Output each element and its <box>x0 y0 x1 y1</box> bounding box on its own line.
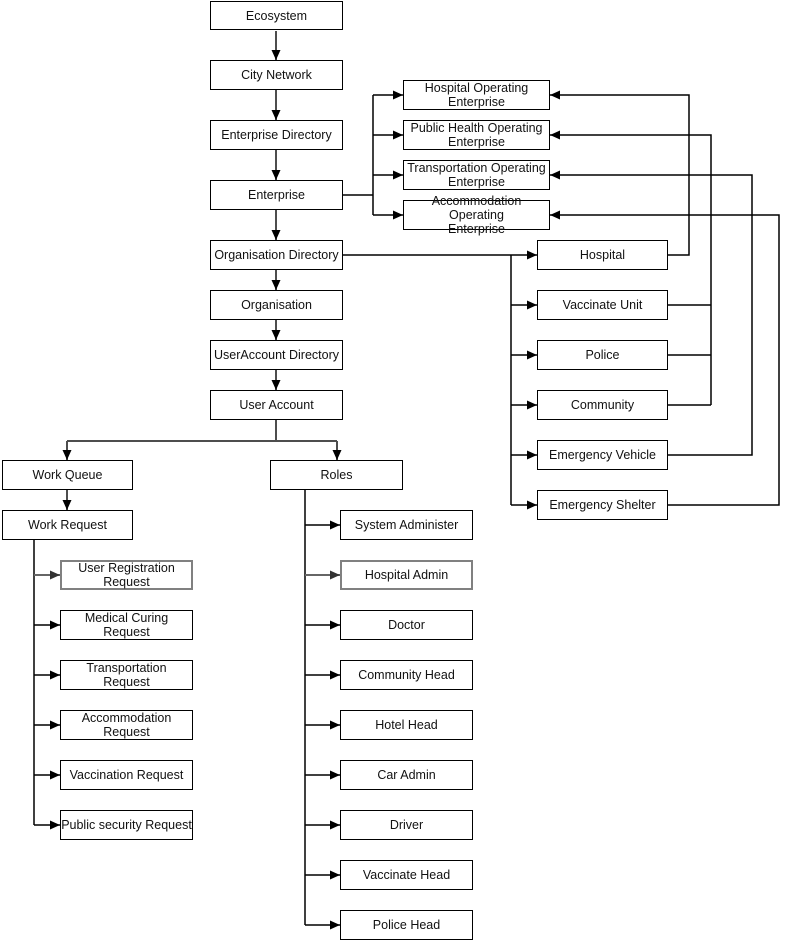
node-hotel-head: Hotel Head <box>340 710 473 740</box>
node-hospital: Hospital <box>537 240 668 270</box>
node-enterprise-directory: Enterprise Directory <box>210 120 343 150</box>
node-accommodation-operating-enterprise: Accommodation Operating Enterprise <box>403 194 550 236</box>
node-police: Police <box>537 340 668 370</box>
node-community: Community <box>537 390 668 420</box>
node-ecosystem: Ecosystem <box>210 1 343 30</box>
node-accommodation-request: Accommodation Request <box>60 710 193 740</box>
node-hospital-operating-enterprise: Hospital Operating Enterprise <box>403 80 550 110</box>
node-medical-curing-request: Medical Curing Request <box>60 610 193 640</box>
node-emergency-shelter: Emergency Shelter <box>537 490 668 520</box>
node-doctor: Doctor <box>340 610 473 640</box>
edge-emergency-shelter-to-accommodation-operating-enterprise <box>550 210 780 506</box>
node-emergency-vehicle: Emergency Vehicle <box>537 440 668 470</box>
node-organisation: Organisation <box>210 290 343 320</box>
node-organisation-directory: Organisation Directory <box>210 240 343 270</box>
node-city-network: City Network <box>210 60 343 90</box>
node-transportation-operating-enterprise: Transportation Operating Enterprise <box>403 160 550 190</box>
node-vaccination-request: Vaccination Request <box>60 760 193 790</box>
node-transportation-request: Transportation Request <box>60 660 193 690</box>
node-vaccinate-unit: Vaccinate Unit <box>537 290 668 320</box>
node-police-head: Police Head <box>340 910 473 940</box>
node-car-admin: Car Admin <box>340 760 473 790</box>
node-public-health-operating-enterprise: Public Health Operating Enterprise <box>403 120 550 150</box>
node-work-request: Work Request <box>2 510 133 540</box>
node-hospital-admin: Hospital Admin <box>340 560 473 590</box>
node-useraccount-directory: UserAccount Directory <box>210 340 343 370</box>
node-public-security-request: Public security Request <box>60 810 193 840</box>
node-driver: Driver <box>340 810 473 840</box>
node-work-queue: Work Queue <box>2 460 133 490</box>
node-vaccinate-head: Vaccinate Head <box>340 860 473 890</box>
edge-emergency-vehicle-to-transportation-operating-enterprise <box>550 170 753 456</box>
edge-public-health-trunk-to-public-health-operating-enterprise <box>550 130 712 405</box>
node-user-account: User Account <box>210 390 343 420</box>
node-user-registration-request: User Registration Request <box>60 560 193 590</box>
node-community-head: Community Head <box>340 660 473 690</box>
node-system-administer: System Administer <box>340 510 473 540</box>
node-enterprise: Enterprise <box>210 180 343 210</box>
node-roles: Roles <box>270 460 403 490</box>
